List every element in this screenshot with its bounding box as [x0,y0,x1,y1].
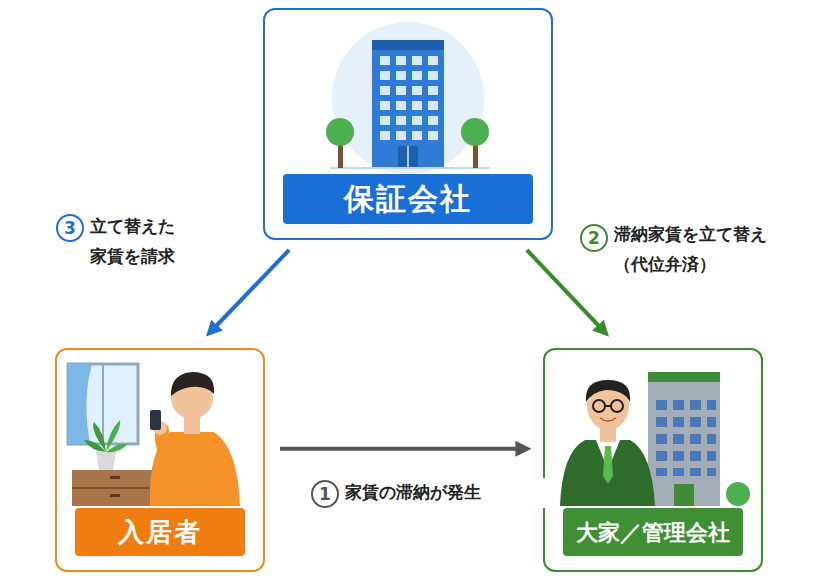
edge-label: 家賃の滞納が発生 [345,478,545,508]
flow-arrow [527,250,605,332]
name-band: 入居者 [75,508,245,556]
name-band: 大家／管理会社 [563,508,743,556]
party-name: 保証会社 [344,179,472,220]
landlord-illustration [560,372,750,506]
name-band: 保証会社 [283,174,533,224]
office-building [326,22,490,174]
callout-number: 2 [580,224,608,252]
callout-number: 3 [56,214,84,242]
party-name: 入居者 [118,515,202,550]
party-box: 大家／管理会社 [543,348,763,572]
edge-label: 立て替えた 家賃を請求 [90,212,186,272]
callout-number: 1 [311,480,339,508]
party-name: 大家／管理会社 [576,518,730,547]
edge-label: 滞納家賃を立て替え （代位弁済） [614,220,776,280]
flow-arrow [280,447,525,451]
party-box: 入居者 [55,348,265,572]
flow-arrow [210,250,289,332]
party-box: 保証会社 [263,8,553,240]
tenant-illustration [68,364,240,506]
